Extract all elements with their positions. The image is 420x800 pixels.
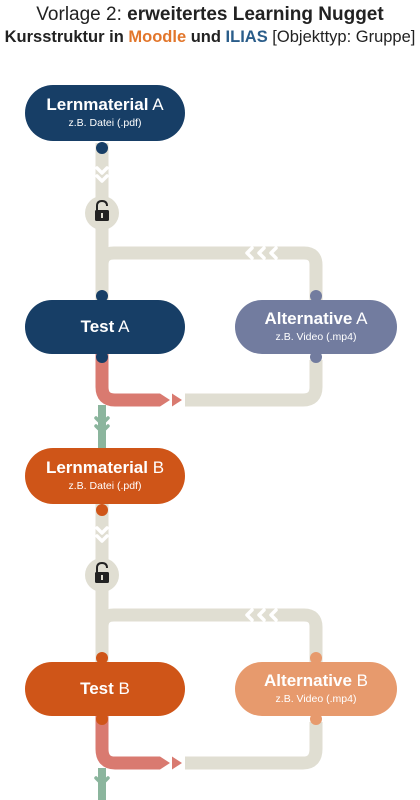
node-alternative-a: Alternative A z.B. Video (.mp4) xyxy=(235,300,397,354)
moodle-label: Moodle xyxy=(128,28,187,46)
lock-icon-a xyxy=(85,196,119,230)
path-test-b-fail xyxy=(95,716,160,770)
path-loop-b xyxy=(95,608,323,662)
page-title: Vorlage 2: erweitertes Learning Nugget xyxy=(36,4,384,25)
lock-icon-b xyxy=(85,558,119,592)
node-lernmaterial-b: Lernmaterial B z.B. Datei (.pdf) xyxy=(25,448,185,504)
node-test-b: Test B xyxy=(25,662,185,716)
page-subtitle: Kursstruktur in Moodle und ILIAS [Objekt… xyxy=(4,28,416,46)
node-alternative-b: Alternative B z.B. Video (.mp4) xyxy=(235,662,397,716)
path-test-a-fail xyxy=(95,354,160,407)
path-alternative-a-return xyxy=(185,360,323,407)
path-alternative-b-return xyxy=(185,722,323,770)
node-lernmaterial-a: Lernmaterial A z.B. Datei (.pdf) xyxy=(25,85,185,141)
node-test-a: Test A xyxy=(25,300,185,354)
ilias-label: ILIAS xyxy=(225,28,268,46)
path-loop-a xyxy=(95,246,323,300)
